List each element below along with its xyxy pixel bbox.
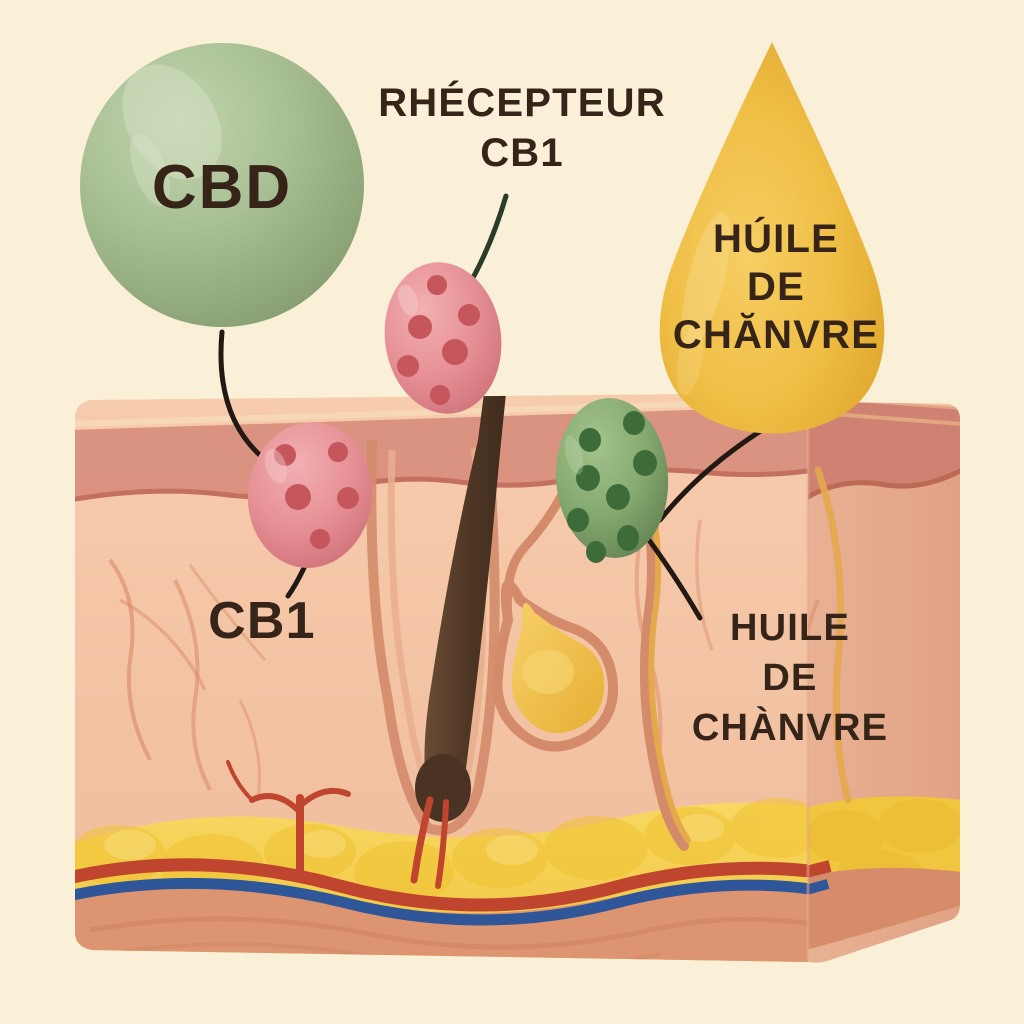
receptor-callout-label-line1: RHÉCEPTEUR xyxy=(378,80,666,125)
callout-line-cbd xyxy=(218,329,271,465)
cbd-sphere: CBD xyxy=(80,43,364,327)
hemp-callout-label-line1: HUILE xyxy=(730,607,850,649)
green-cell xyxy=(555,398,669,563)
oil-droplet: HÚILE DE CHĂNVRE xyxy=(659,42,885,434)
callout-line-hemp xyxy=(657,427,765,523)
cb1-inline-label: CB1 xyxy=(208,592,316,650)
droplet-label-line3: CHĂNVRE xyxy=(673,312,879,357)
receptor-cell-upper xyxy=(384,262,502,414)
artery xyxy=(75,858,808,912)
skin-side-face xyxy=(808,392,960,963)
vein xyxy=(75,877,808,926)
receptor-cell-lower xyxy=(247,422,373,568)
cbd-sphere-label: CBD xyxy=(152,153,292,222)
sebaceous-gland xyxy=(492,493,618,752)
text-labels: RHÉCEPTEUR CB1 CB1 HUILE DE CHÀNVRE xyxy=(208,80,888,749)
receptor-callout-label-line2: CB1 xyxy=(480,131,564,175)
droplet-label-line1: HÚILE xyxy=(713,215,839,261)
droplet-label-line2: DE xyxy=(747,265,805,309)
hair-follicle xyxy=(366,393,528,889)
hemp-callout-label-line3: CHÀNVRE xyxy=(692,705,888,749)
hemp-callout-label-line2: DE xyxy=(762,657,817,699)
